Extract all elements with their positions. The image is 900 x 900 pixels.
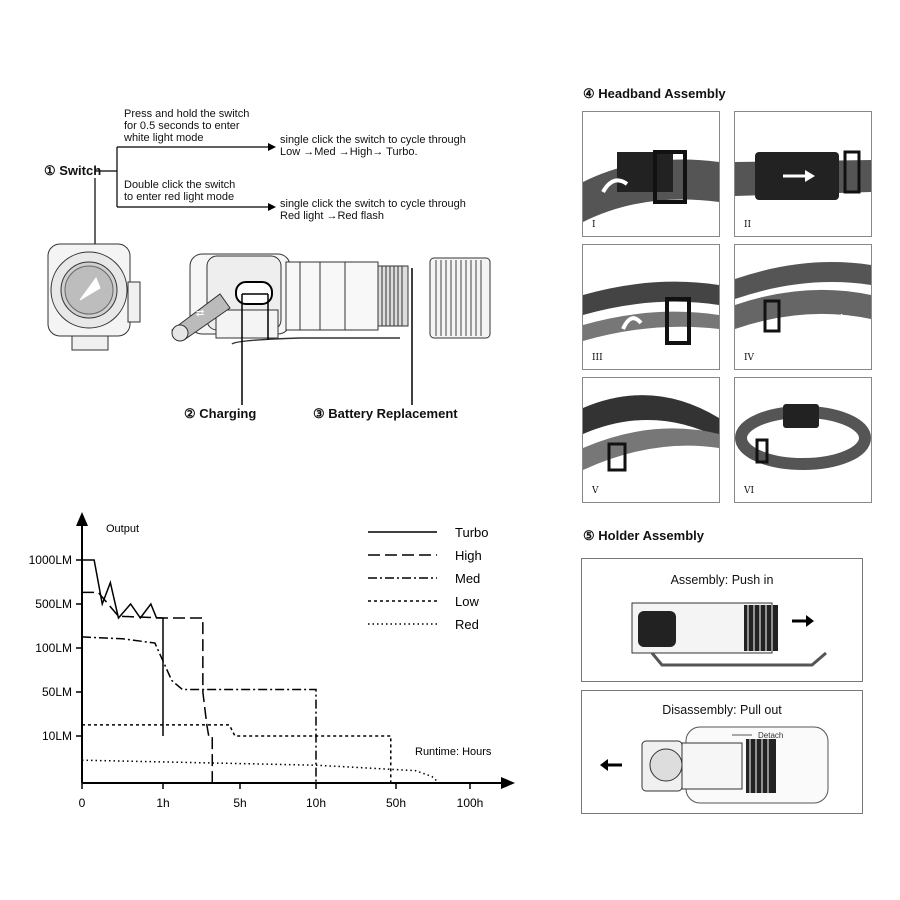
headband-step-6: VI [734,377,872,503]
legend-label-low: Low [455,594,479,609]
red-cycle-instruction: single click the switch to cycle through… [280,198,466,222]
x-tick-label: 100h [457,796,484,810]
x-tick-label: 1h [156,796,169,810]
x-tick-label: 0 [79,796,86,810]
step-numeral: III [592,353,603,363]
lamp-front-view [47,243,141,351]
x-tick-label: 5h [233,796,246,810]
series-line-red [81,759,440,784]
assembly-illustration [631,602,827,667]
double-click-instruction: Double click the switch to enter red lig… [124,179,236,203]
y-tick-group: 1000LM 500LM 100LM 50LM 10LM [29,553,82,743]
lamp-side-view [189,253,409,345]
battery-cap [429,257,491,339]
y-tick-label: 1000LM [29,553,72,567]
y-tick-label: 50LM [42,685,72,699]
disassembly-pull-out-panel: Disassembly: Pull out Detach [581,690,863,814]
headband-step-3: III [582,244,720,370]
usb-cable: ⇄ [171,293,231,342]
y-tick-label: 500LM [35,597,72,611]
step-numeral: II [744,220,752,230]
headband-step-6-illustration [735,404,871,470]
disassembly-caption: Disassembly: Pull out [662,703,782,717]
disassembly-illustration: Detach [600,726,829,804]
headlamp-diagram-svg: ⇄ [47,143,491,405]
step-numeral: V [592,486,599,496]
step-numeral: IV [744,353,755,363]
headband-step-5-illustration [583,395,719,472]
charging-label: ② Charging [184,406,257,421]
x-tick-label: 50h [386,796,406,810]
svg-text:⇄: ⇄ [196,308,204,319]
white-cycle-instruction: single click the switch to cycle through… [280,134,466,158]
y-tick-label: 10LM [42,729,72,743]
headband-step-1: I [582,111,720,237]
series-line-med [81,636,317,783]
x-tick-group: 0 1h 5h 10h 50h 100h [79,783,484,810]
legend-label-turbo: Turbo [455,525,488,540]
series-line-high [82,591,214,783]
headband-assembly-title: ④ Headband Assembly [583,86,726,101]
headband-step-1-illustration [583,150,719,222]
headband-step-4-illustration [735,262,871,333]
assembly-push-in-panel: Assembly: Push in [581,558,863,682]
step-numeral: I [592,220,596,230]
series-line-low [82,724,392,783]
legend-label-red: Red [455,617,479,632]
headband-step-2: II [734,111,872,237]
battery-replacement-label: ③ Battery Replacement [313,406,458,421]
legend-label-high: High [455,548,482,563]
series-line-turbo [82,559,164,736]
x-axis-title: Runtime: Hours [415,746,492,758]
legend-label-med: Med [455,571,480,586]
detach-label: Detach [758,731,783,740]
assembly-caption: Assembly: Push in [670,573,774,587]
switch-label: ① Switch [44,163,102,178]
step-numeral: VI [744,486,755,496]
y-axis-arrow [76,512,88,526]
y-tick-label: 100LM [35,641,72,655]
x-tick-label: 10h [306,796,326,810]
headband-step-2-illustration [735,150,871,200]
y-axis-title: Output [106,523,139,535]
series-group [81,559,440,784]
hold-instruction: Press and hold the switch for 0.5 second… [124,108,250,144]
headband-step-5: V [582,377,720,503]
holder-assembly-title: ⑤ Holder Assembly [583,528,704,543]
headband-step-3-illustration [583,281,719,345]
headband-step-4: IV [734,244,872,370]
x-axis-arrow [501,777,515,789]
runtime-chart: Output Runtime: Hours 1000LM 500LM 100LM 50… [29,512,515,810]
